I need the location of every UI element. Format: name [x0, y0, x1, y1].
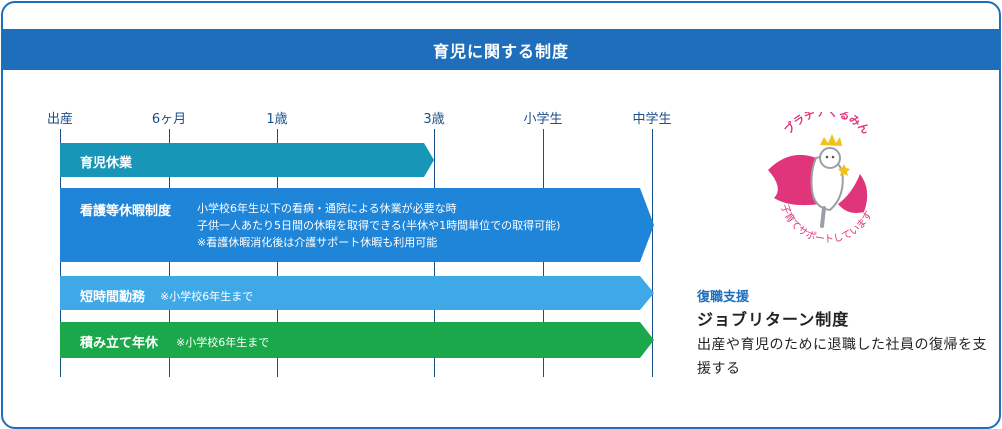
logo-pink-wing-right	[838, 174, 868, 213]
star-icon	[838, 164, 850, 176]
tick-label-6-months: 6ヶ月	[151, 112, 187, 127]
logo-figure-head	[819, 147, 841, 169]
bar-accumulated-leave-note: ※小学校6年生まで	[176, 336, 270, 349]
logo-pink-wing	[768, 154, 820, 206]
logo-eye-right	[831, 155, 835, 159]
support-description: 出産や育児のために退職した社員の復帰を支援する	[697, 337, 987, 377]
bar-short-hours: 短時間勤務 ※小学校6年生まで	[60, 276, 654, 310]
nursing-leave-note-3: ※看護休暇消化後は介護サポート休暇も利用可能	[197, 236, 438, 249]
bar-parental-leave-title: 育児休業	[80, 156, 133, 171]
tick-label-junior-high: 中学生	[632, 112, 672, 127]
logo-figure-stem	[820, 206, 826, 228]
bar-nursing-leave-title: 看護等休暇制度	[80, 204, 172, 219]
tick-label-birth: 出産	[46, 112, 74, 127]
panel-header: 育児に関する制度	[3, 29, 999, 70]
bar-parental-leave: 育児休業	[60, 143, 434, 177]
bar-accumulated-leave-title: 積み立て年休	[80, 336, 159, 351]
nursing-leave-note-1: 小学校6年生以下の看病・通院による休業が必要な時	[197, 202, 457, 215]
bar-accumulated-leave: 積み立て年休 ※小学校6年生まで	[60, 322, 654, 358]
logo-top-text: プラチナくるみん	[781, 112, 872, 137]
bar-short-hours-title: 短時間勤務	[80, 290, 146, 305]
support-title: ジョブリターン制度	[697, 310, 850, 329]
support-category-label: 復職支援	[697, 290, 750, 305]
panel-title: 育児に関する制度	[432, 41, 569, 61]
tick-label-3-years: 3歳	[423, 112, 445, 127]
bar-nursing-leave-notes: 小学校6年生以下の看病・通院による休業が必要な時 子供一人あたり5日間の休暇を取…	[197, 200, 560, 251]
logo-eye-left	[825, 155, 829, 159]
platinum-kurumin-logo: プラチナくるみん 子育てサポートしています	[768, 112, 875, 244]
nursing-leave-note-2: 子供一人あたり5日間の休暇を取得できる(半休や1時間単位での取得可能)	[197, 219, 561, 232]
tick-line-junior-high	[652, 129, 653, 377]
svg-text:プラチナくるみん: プラチナくるみん	[781, 112, 872, 137]
crown-icon	[820, 134, 842, 146]
tick-label-elementary: 小学生	[523, 112, 563, 127]
bar-short-hours-note: ※小学校6年生まで	[160, 290, 254, 303]
tick-label-1-year: 1歳	[266, 112, 288, 127]
bar-nursing-leave: 看護等休暇制度 小学校6年生以下の看病・通院による休業が必要な時 子供一人あたり…	[60, 188, 654, 262]
